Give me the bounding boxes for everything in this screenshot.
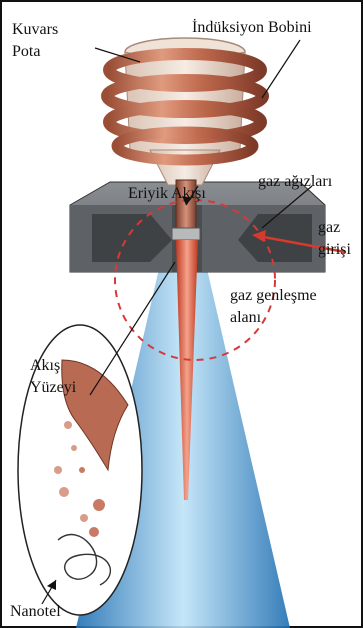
label-expansion-1: gaz genleşme [230, 287, 317, 304]
label-expansion-2: alanı [230, 309, 262, 326]
label-coil: İndüksiyon Bobini [192, 18, 312, 36]
label-flow-surface-2: Yüzeyi [30, 379, 77, 396]
label-flow-surface-1: Akış [30, 357, 60, 374]
label-nanowire: Nanotel [10, 603, 61, 620]
label-crucible-1: Kuvars [12, 21, 58, 38]
label-gas-nozzles: gaz ağızları [258, 173, 333, 190]
label-gas-inlet-2: girişi [318, 241, 351, 258]
label-crucible-2: Pota [12, 43, 40, 60]
label-melt-flow: Eriyik Akışı [128, 185, 206, 202]
nozzle-tip [172, 228, 200, 240]
label-gas-inlet-1: gaz [318, 219, 340, 236]
